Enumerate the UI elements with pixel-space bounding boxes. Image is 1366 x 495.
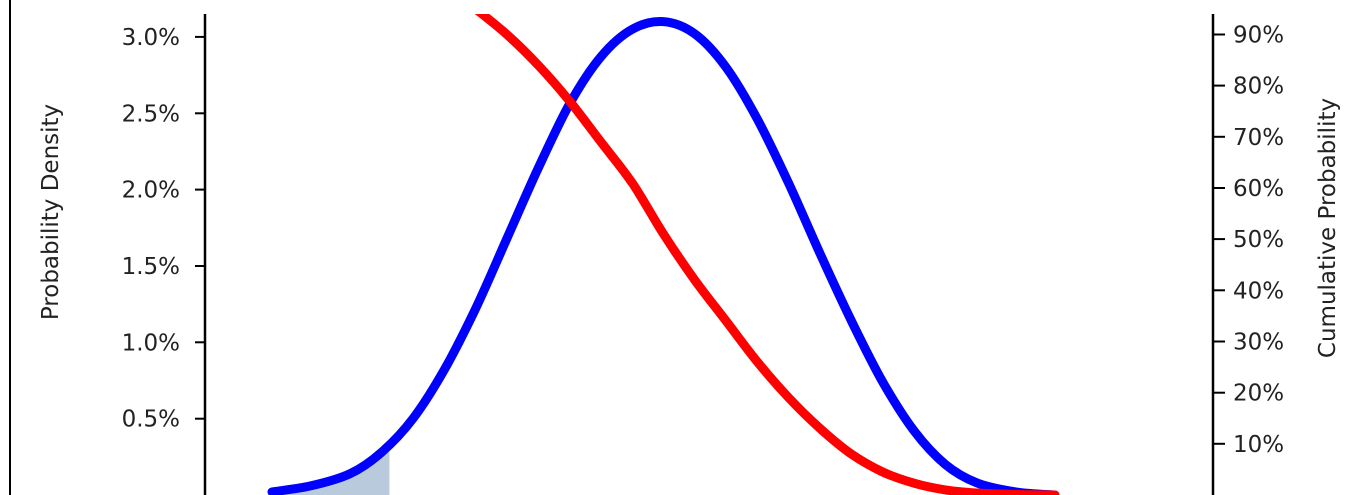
right-tick-label: 90% (1233, 23, 1284, 49)
right-tick-label: 80% (1233, 74, 1284, 100)
right-axis-ticks: 10% 20% 30% 40% 50% 60% 70% 80% 90% (1213, 23, 1284, 458)
shaded-region-layer (272, 443, 390, 495)
left-tick-label: 0.5% (122, 407, 180, 433)
left-axis-title: Probability Density (38, 104, 64, 320)
cumulative-probability-line (474, 14, 1060, 495)
shaded-area (272, 443, 390, 495)
right-tick-label: 40% (1233, 278, 1284, 304)
right-tick-label: 20% (1233, 381, 1284, 407)
left-tick-label: 2.0% (122, 178, 180, 204)
left-tick-label: 2.5% (122, 101, 180, 127)
right-tick-label: 10% (1233, 432, 1284, 458)
left-tick-label: 1.0% (122, 330, 180, 356)
right-tick-label: 50% (1233, 227, 1284, 253)
left-tick-label: 3.0% (122, 25, 180, 51)
series-layer (267, 14, 1060, 495)
probability-density-line (267, 16, 1060, 495)
right-tick-label: 70% (1233, 125, 1284, 151)
right-tick-label: 30% (1233, 330, 1284, 356)
right-axis-title: Cumulative Probability (1315, 98, 1341, 358)
left-axis-ticks: 0.5% 1.0% 1.5% 2.0% 2.5% 3.0% (122, 25, 205, 433)
left-tick-label: 1.5% (122, 254, 180, 280)
right-tick-label: 60% (1233, 176, 1284, 202)
